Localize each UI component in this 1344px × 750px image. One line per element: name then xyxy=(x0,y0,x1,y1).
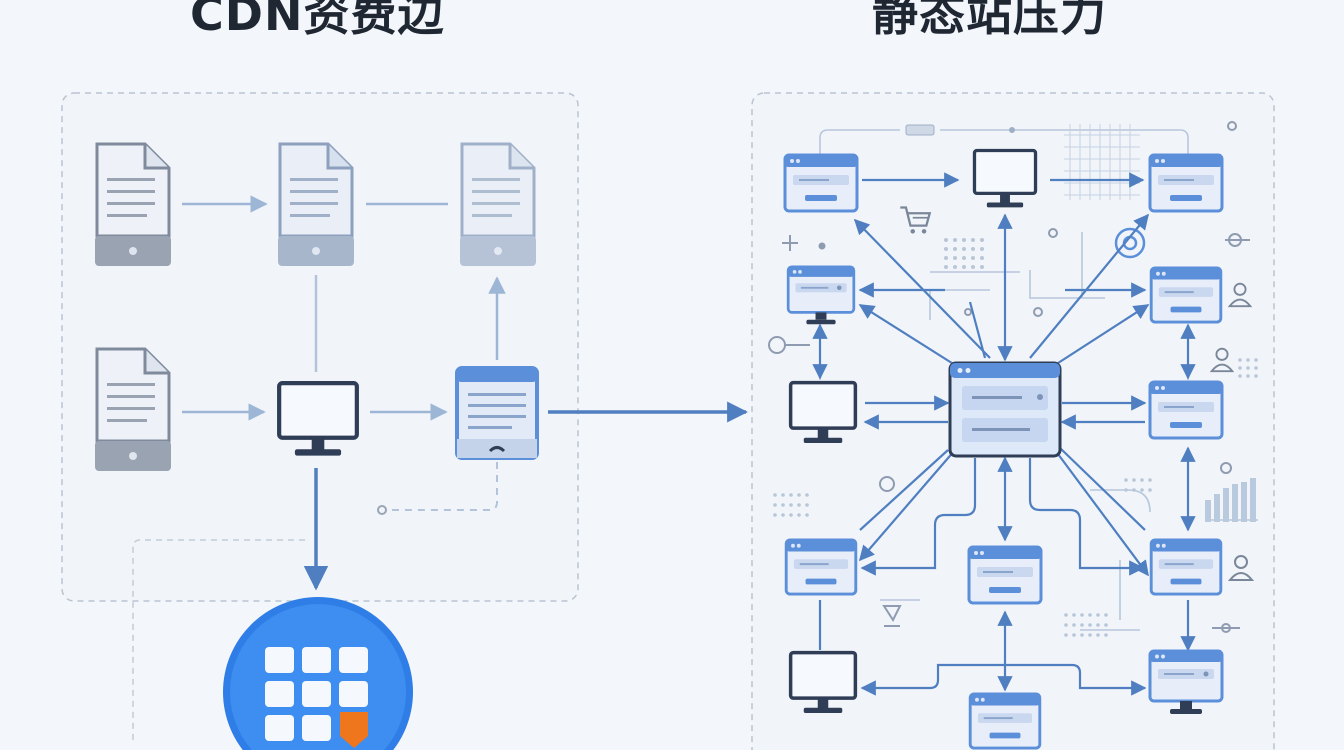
server-node xyxy=(1149,266,1223,324)
cdn-title: CDN资费边 xyxy=(190,0,445,41)
app-grid-icon xyxy=(223,597,413,750)
document-icon xyxy=(93,347,173,473)
location-marker-icon xyxy=(340,712,368,748)
document-icon xyxy=(93,142,173,268)
document-icon xyxy=(276,142,356,268)
bar-chart-icon xyxy=(1205,478,1256,522)
server-node xyxy=(968,692,1042,750)
server-node xyxy=(1149,538,1223,596)
static-site-title: 静态站压力 xyxy=(872,0,1107,41)
server-window-icon xyxy=(457,368,537,458)
server-node xyxy=(784,538,858,596)
document-icon xyxy=(458,142,538,268)
dot-grid xyxy=(773,238,1258,637)
server-node xyxy=(967,545,1043,605)
server-node xyxy=(1148,153,1224,213)
server-node xyxy=(783,153,859,213)
central-server-node xyxy=(948,361,1062,458)
right-panel xyxy=(751,92,1275,750)
left-panel xyxy=(61,92,579,742)
server-node xyxy=(1148,380,1224,440)
